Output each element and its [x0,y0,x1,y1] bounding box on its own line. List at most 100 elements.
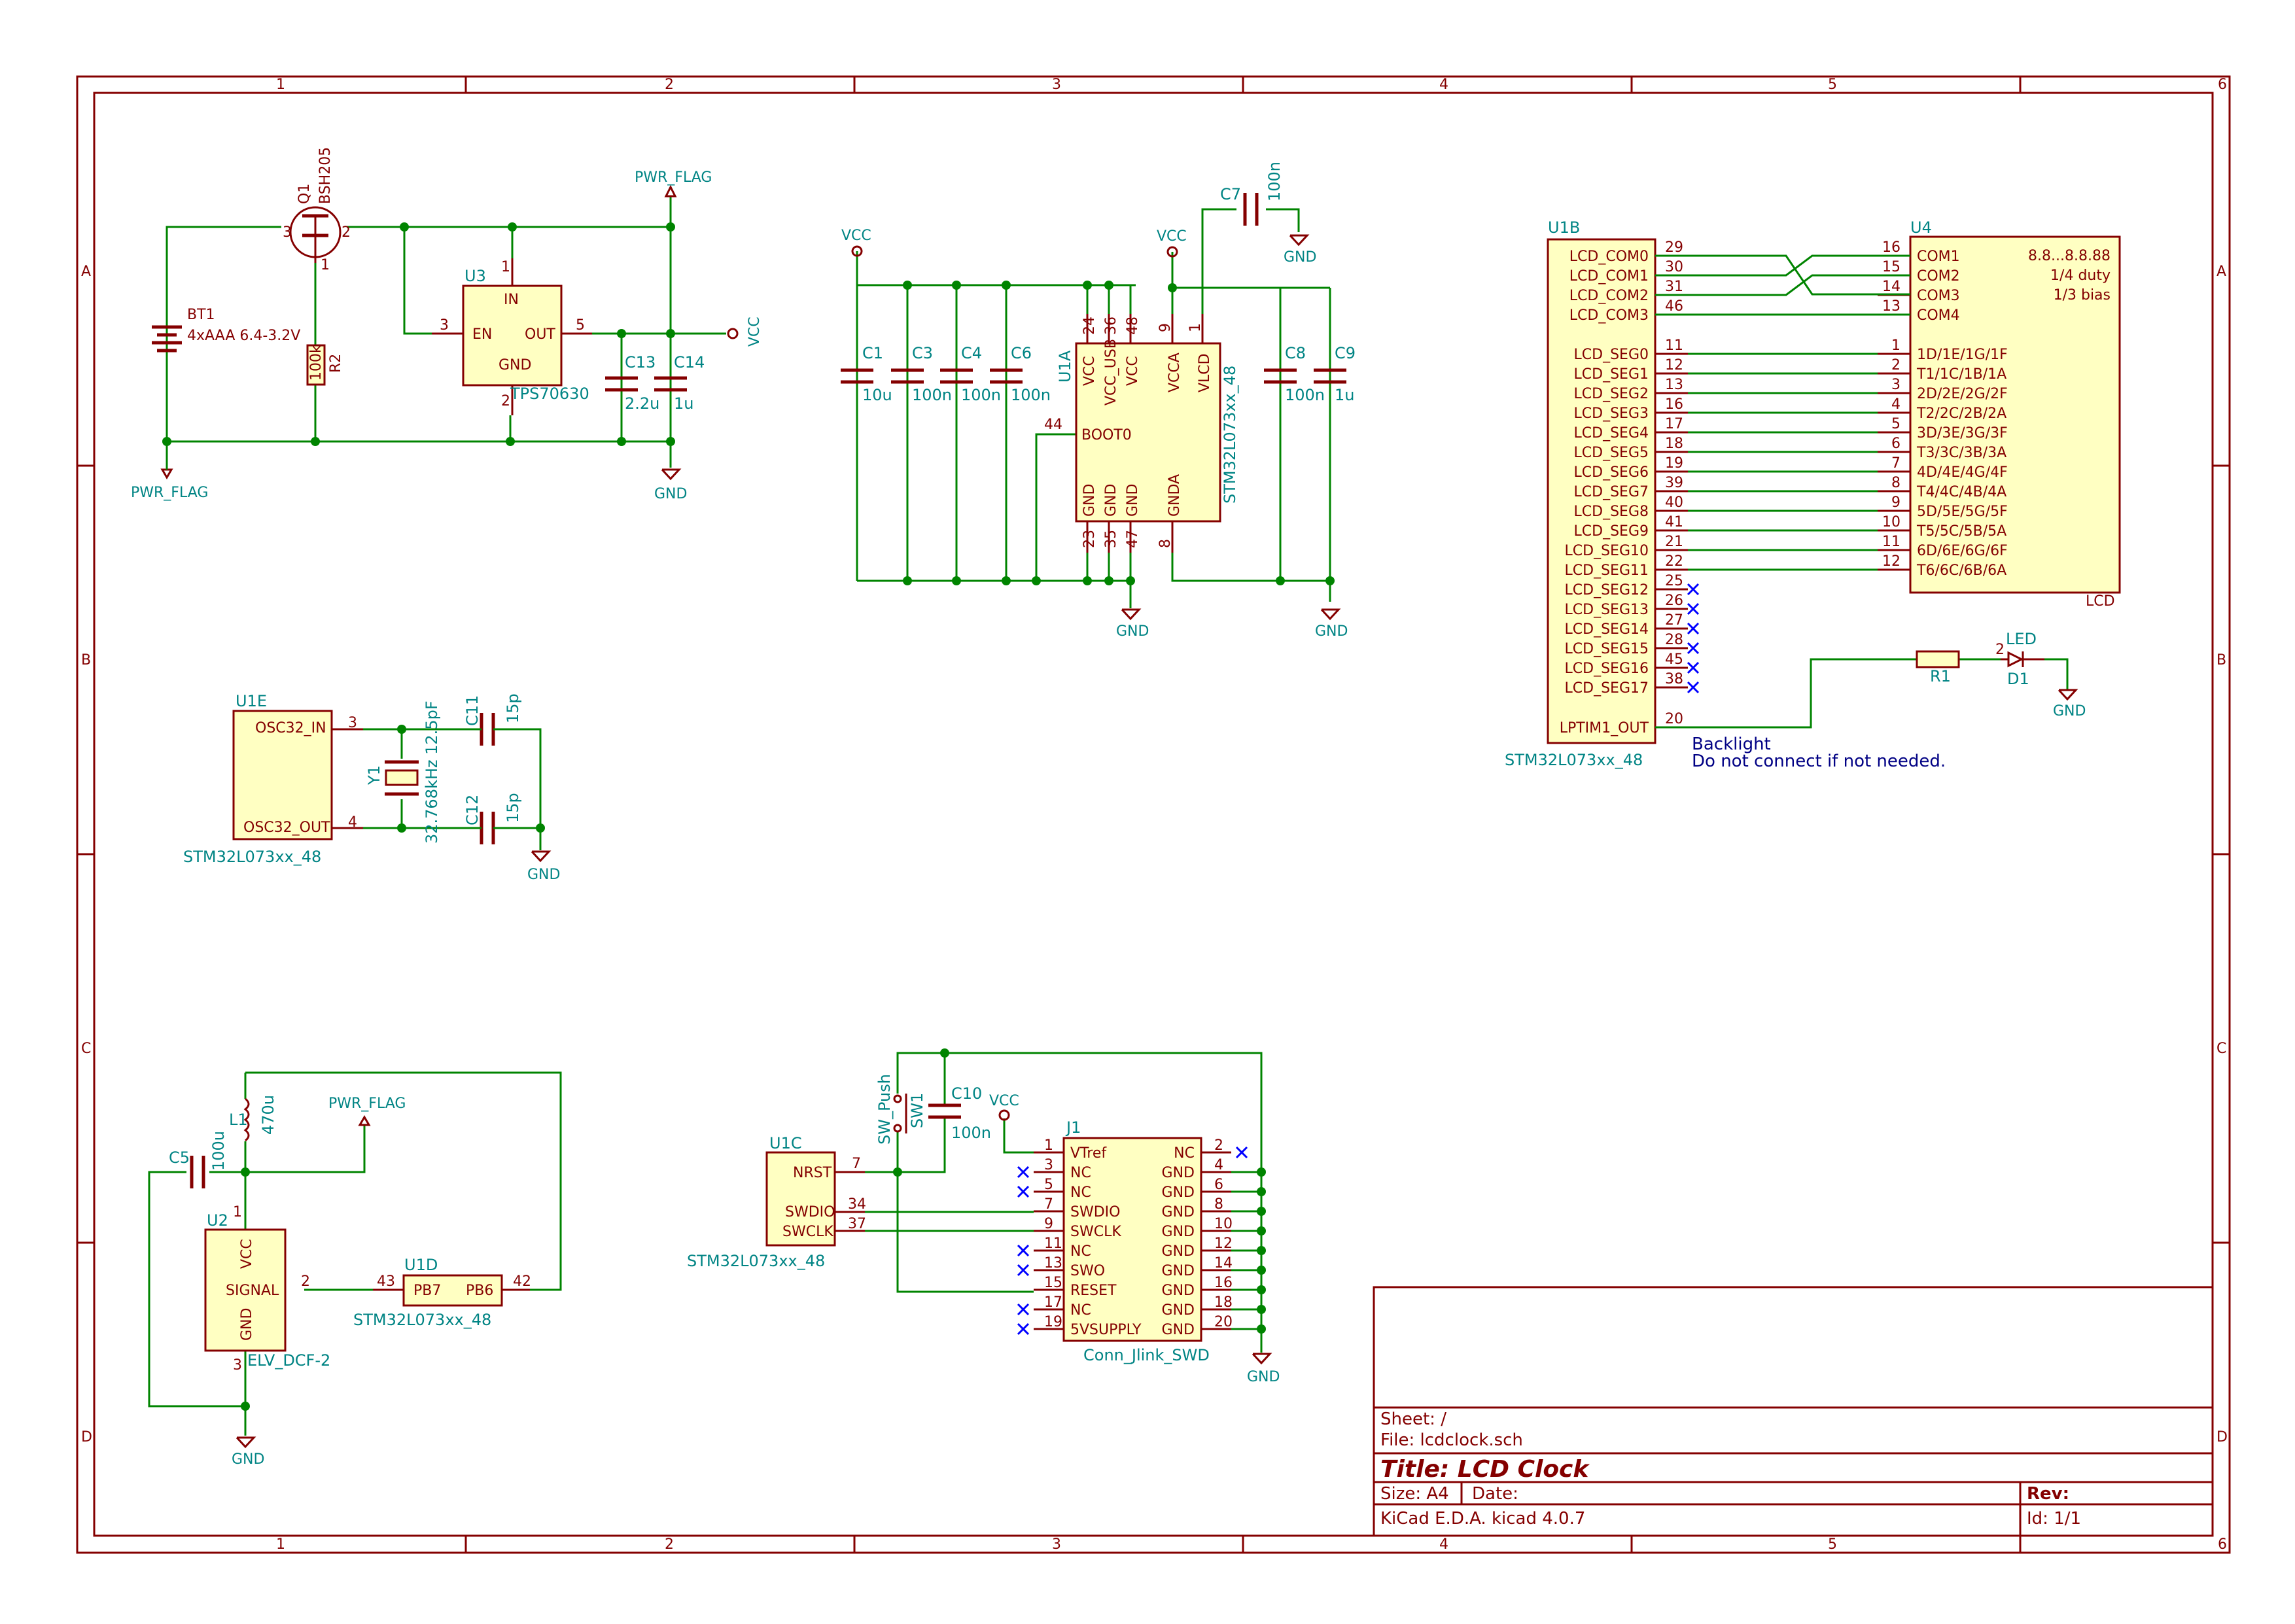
mcu-unit-u1b[interactable] [1547,238,1656,744]
led-d1[interactable] [2001,651,2044,668]
tb-title: Title: LCD Clock [1380,1456,1590,1483]
row-label: D [81,1429,92,1445]
lcd-ref: U4 [1910,218,1932,237]
mcu-lcd-pin-num: 29 [1665,239,1683,256]
mcu-unit-u1e[interactable] [232,710,333,840]
j1-pin-num: 16 [1214,1275,1233,1291]
battery-bt1[interactable] [152,325,182,353]
no-connect-mark [1017,1166,1030,1179]
mcu-pin-name: GND [1125,484,1141,517]
mcu-unit-u1a[interactable] [1075,342,1221,523]
dcf-pin-name: VCC [239,1239,255,1269]
cap-value: 100n [912,386,952,404]
resistor-r1[interactable] [1916,650,1960,668]
mcu-lcd-pin-name: LCD_SEG9 [1574,523,1649,540]
col-label: 2 [665,77,674,93]
cap-ref: C8 [1285,344,1306,362]
tb-id: Id: 1/1 [2027,1509,2081,1529]
resistor-r2[interactable] [306,344,326,386]
lcd-u4[interactable] [1909,235,2121,594]
pwr-flag-symbol [160,468,173,479]
gnd-label: GND [232,1451,264,1468]
cap-value: 10u [862,386,892,404]
lcd-pin-name: T3/3C/3B/3A [1916,445,2006,461]
j1-pin-name: RESET [1070,1283,1117,1299]
connector-ref: J1 [1065,1118,1081,1137]
lcd-info: 8.8...8.8.88 [2028,248,2111,264]
cap-c3[interactable] [891,368,924,384]
cap-c14[interactable] [654,376,687,392]
cap-c4[interactable] [940,368,973,384]
inductor-l1[interactable] [243,1097,250,1142]
cap-c13[interactable] [605,376,638,392]
connector-j1[interactable] [1062,1137,1202,1342]
j1-pin-name: NC [1070,1184,1091,1201]
cap-c1[interactable] [841,368,873,384]
lcd-pin-name: 2D/2E/2G/2F [1917,386,2008,402]
no-connect-mark [1017,1322,1030,1336]
mcu-lcd-pin-num: 22 [1665,553,1683,570]
j1-pin-num: 20 [1214,1314,1233,1330]
backlight-resistor: R1 [1930,667,1951,685]
battery-value: 4xAAA 6.4-3.2V [187,328,300,344]
cap-c9[interactable] [1314,368,1346,384]
cap-value: 100n [961,386,1001,404]
pwr-flag-label: PWR_FLAG [131,485,208,501]
cap-c6[interactable] [990,368,1023,384]
gnd-symbol [1121,608,1142,621]
cap-c5[interactable] [190,1156,205,1188]
lcd-pin-name: T1/1C/1B/1A [1916,366,2006,383]
crystal-y1[interactable] [385,760,419,796]
col-label: 3 [1052,77,1061,93]
cap-c7[interactable] [1243,193,1259,226]
mcu-pin-name: VCC_USB [1103,339,1119,406]
mcu-pin-num: 48 [1125,317,1141,335]
mcu-lcd-pin-num: 12 [1665,357,1683,373]
mcu-lcd-pin-name: LCD_SEG4 [1574,425,1649,441]
mcu-unit-u1c[interactable] [765,1151,836,1247]
mcu-lcd-pin-num: 21 [1665,534,1683,550]
no-connect-mark [1017,1303,1030,1316]
mcu-lcd-pin-name: LCD_SEG5 [1574,445,1649,461]
j1-pin-num: 17 [1044,1294,1062,1311]
push-switch-sw1[interactable] [893,1094,907,1133]
mcu-lcd-pin-num: 28 [1665,632,1683,648]
tb-tool: KiCad E.D.A. kicad 4.0.7 [1380,1509,1585,1529]
row-label: C [2216,1041,2226,1057]
cap-ref: C11 [463,695,482,726]
gnd-label: GND [1116,623,1149,640]
lcd-pin-num: 5 [1891,416,1901,432]
gnd-label: GND [1315,623,1348,640]
cap-value: 100n [1285,386,1325,404]
lcd-pin-num: 6 [1891,436,1901,452]
lcd-pin-num: 16 [1882,239,1901,256]
mcu-lcd-pin-num: 13 [1665,377,1683,393]
mosfet-q1[interactable] [289,206,342,263]
no-connect-mark [1687,583,1700,596]
no-connect-mark [1017,1264,1030,1277]
cap-c8[interactable] [1264,368,1297,384]
mcu-lcd-pin-name: LCD_COM2 [1569,288,1649,304]
lcd-pin-num: 3 [1891,377,1901,393]
vcc-symbol [851,245,863,257]
dcf-module-u2[interactable] [204,1228,287,1352]
mcu-lcd-pin-name: LCD_SEG0 [1574,347,1649,363]
osc-unit-value: STM32L073xx_48 [183,848,321,866]
cap-ref: C7 [1220,185,1241,203]
gnd-label: GND [2053,703,2086,719]
dcf-pin-name: SIGNAL [226,1283,279,1299]
mosfet-ref: Q1 [296,184,313,204]
mcu-pin-name: VCC [1125,356,1141,386]
mcu-lcd-pin-num: 46 [1665,298,1683,315]
swd-mcu-pin-num: 37 [848,1216,866,1232]
lcd-pin-name: 6D/6E/6G/6F [1917,543,2008,559]
lcd-section: U1B STM32L073xx_48 U4 LCD 8.8...8.8.88 1… [1505,218,2121,771]
mcu-pin-num: 8 [1157,539,1174,548]
dcf-mcu-pin: PB6 [466,1283,493,1299]
cap-c10[interactable] [928,1103,961,1119]
mcu-lcd-pin-name: LCD_COM0 [1569,249,1649,265]
reg-pin-num: 2 [501,393,510,409]
cap-c11[interactable] [480,713,495,746]
cap-c12[interactable] [480,812,495,844]
lcd-pin-num: 13 [1882,298,1901,315]
